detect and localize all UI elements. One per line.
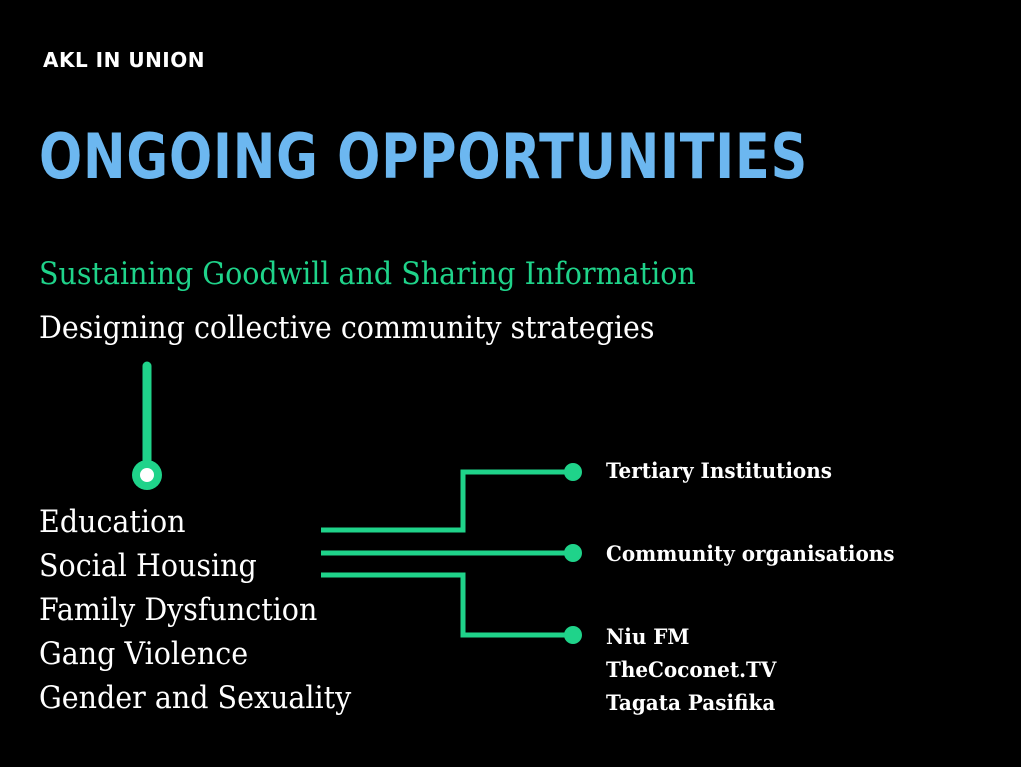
media-item: TheCoconet.TV	[606, 657, 777, 682]
branch-line-tertiary	[321, 469, 572, 533]
branch-dot-community	[564, 544, 582, 562]
branch-line-media	[321, 572, 572, 638]
topic-item: Family Dysfunction	[39, 592, 318, 628]
subtitle-primary: Sustaining Goodwill and Sharing Informat…	[39, 256, 696, 292]
target-tertiary: Tertiary Institutions	[606, 458, 832, 483]
topic-item: Social Housing	[39, 548, 257, 584]
topic-item: Education	[39, 504, 186, 540]
brand-label: AKL IN UNION	[43, 48, 205, 72]
topic-item: Gender and Sexuality	[39, 680, 352, 716]
target-community: Community organisations	[606, 541, 895, 566]
media-item: Tagata Pasifika	[606, 690, 776, 715]
topic-item: Gang Violence	[39, 636, 249, 672]
topic-list: Education Social Housing Family Dysfunct…	[39, 500, 378, 720]
page-title: ONGOING OPPORTUNITIES	[39, 120, 809, 193]
subtitle-secondary: Designing collective community strategie…	[39, 310, 655, 346]
media-item: Niu FM	[606, 624, 690, 649]
connector-node-inner	[140, 468, 154, 482]
media-list: Niu FM TheCoconet.TV Tagata Pasifika	[606, 620, 785, 719]
branch-dot-media	[564, 626, 582, 644]
branch-dot-tertiary	[564, 463, 582, 481]
